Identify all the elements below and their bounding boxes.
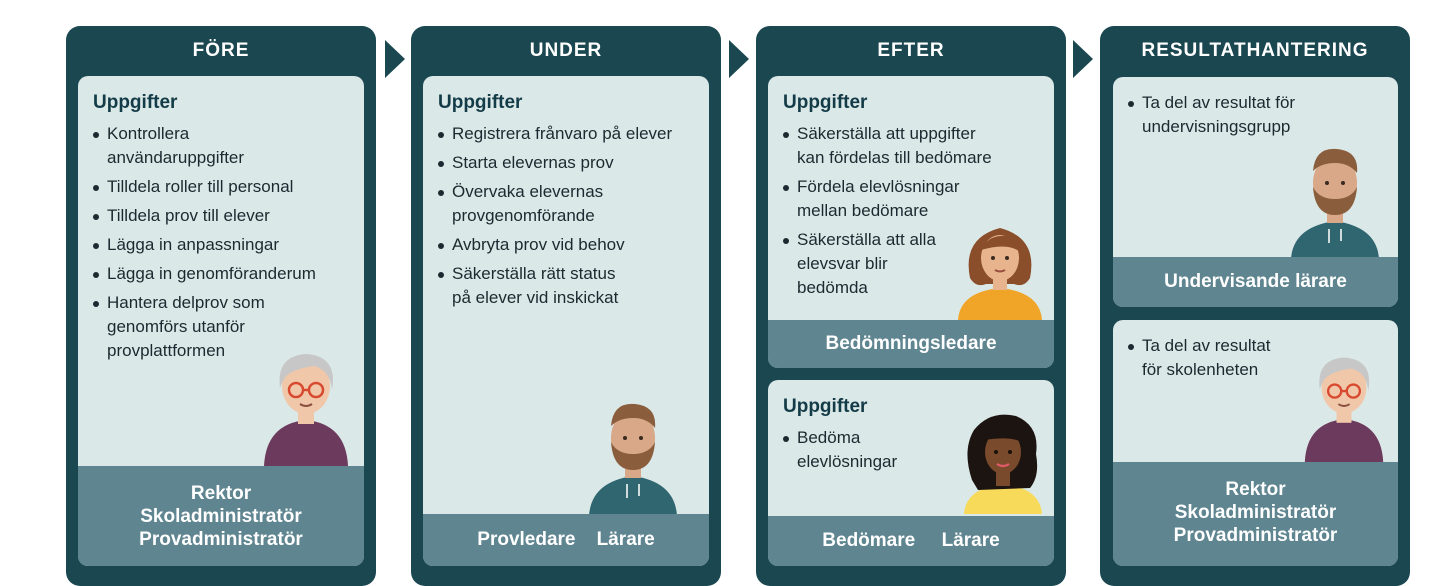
person-illustration [1304,357,1384,462]
column-title: UNDER [529,40,603,61]
list-item: Bedöma elevlösningar [783,426,1046,474]
column-fore: FÖRE Uppgifter Kontrollera användaruppgi… [66,26,376,586]
card-heading: Uppgifter [783,396,868,417]
task-card: Uppgifter Registrera frånvaro på elever … [423,76,709,566]
role-label: Skoladministratör [1174,502,1337,523]
column-resultathantering: RESULTATHANTERING Ta del av resultat för… [1100,26,1410,586]
arrow-right-icon [729,40,749,78]
task-card: Uppgifter Säkerställa att uppgifter kan … [768,76,1054,368]
list-item: Tilldela prov till elever [93,204,356,228]
arrow-right-icon [385,40,405,78]
list-item: Säkerställa att uppgifter kan fördelas t… [783,122,1046,170]
card-heading: Uppgifter [783,92,868,113]
list-item: Övervaka elevernas provgenomförande [438,180,701,228]
task-list: Ta del av resultat för undervisningsgrup… [1128,91,1390,144]
list-item: Säkerställa rätt status på elever vid in… [438,262,701,310]
person-illustration [1291,148,1379,259]
role-footer: Rektor Skoladministratör Provadministrat… [1113,462,1398,566]
person-illustration [958,228,1042,320]
task-card: Ta del av resultat för skolenheten Rekto… [1113,320,1398,566]
role-label: Lärare [941,530,1000,551]
task-list: Ta del av resultat för skolenheten [1128,334,1390,387]
task-card: Uppgifter Bedöma elevlösningar Bedömare … [768,380,1054,566]
role-footer: Undervisande lärare [1113,257,1398,307]
role-label: Skoladministratör [140,506,302,527]
list-item: Säkerställa att alla elevsvar blir bedöm… [783,228,962,300]
task-card: Uppgifter Kontrollera användaruppgifter … [78,76,364,566]
person-illustration [589,403,677,516]
column-title: EFTER [877,40,945,61]
list-item: Lägga in anpassningar [93,233,356,257]
role-label: Rektor [190,483,252,504]
role-label: Undervisande lärare [1164,271,1347,292]
list-item: Starta elevernas prov [438,151,701,175]
role-label: Provadministratör [1173,525,1338,546]
task-card: Ta del av resultat för undervisningsgrup… [1113,77,1398,307]
arrow-right-icon [1073,40,1093,78]
person-illustration [964,414,1042,514]
role-label: Bedömningsledare [825,333,997,354]
column-efter: EFTER Uppgifter Säkerställa att uppgifte… [756,26,1066,586]
list-item: Tilldela roller till personal [93,175,356,199]
task-list: Kontrollera användaruppgifter Tilldela r… [93,122,356,368]
list-item: Avbryta prov vid behov [438,233,701,257]
role-footer: Bedömningsledare [768,320,1054,368]
list-item: Ta del av resultat för skolenheten [1128,334,1390,382]
list-item: Fördela elevlösningar mellan bedömare [783,175,1046,223]
column-title: RESULTATHANTERING [1141,40,1369,61]
role-footer: Provledare Lärare [423,514,709,566]
role-label: Lärare [596,529,655,550]
person-illustration [264,354,348,466]
column-title: FÖRE [192,40,250,61]
list-item: Lägga in genomföranderum [93,262,356,286]
column-under: UNDER Uppgifter Registrera frånvaro på e… [411,26,721,586]
list-item: Hantera delprov som genomförs utanför pr… [93,291,356,363]
list-item: Kontrollera användaruppgifter [93,122,356,170]
role-label: Rektor [1225,479,1286,500]
role-footer: Bedömare Lärare [768,516,1054,566]
list-item: Registrera frånvaro på elever [438,122,701,146]
list-item: Ta del av resultat för undervisningsgrup… [1128,91,1390,139]
role-label: Provledare [477,529,576,550]
card-heading: Uppgifter [93,92,178,113]
role-footer: Rektor Skoladministratör Provadministrat… [78,466,364,566]
card-heading: Uppgifter [438,92,523,113]
task-list: Bedöma elevlösningar [783,426,1046,479]
task-list: Säkerställa att uppgifter kan fördelas t… [783,122,1046,305]
role-label: Bedömare [822,530,916,551]
task-list: Registrera frånvaro på elever Starta ele… [438,122,701,315]
role-label: Provadministratör [139,529,303,550]
